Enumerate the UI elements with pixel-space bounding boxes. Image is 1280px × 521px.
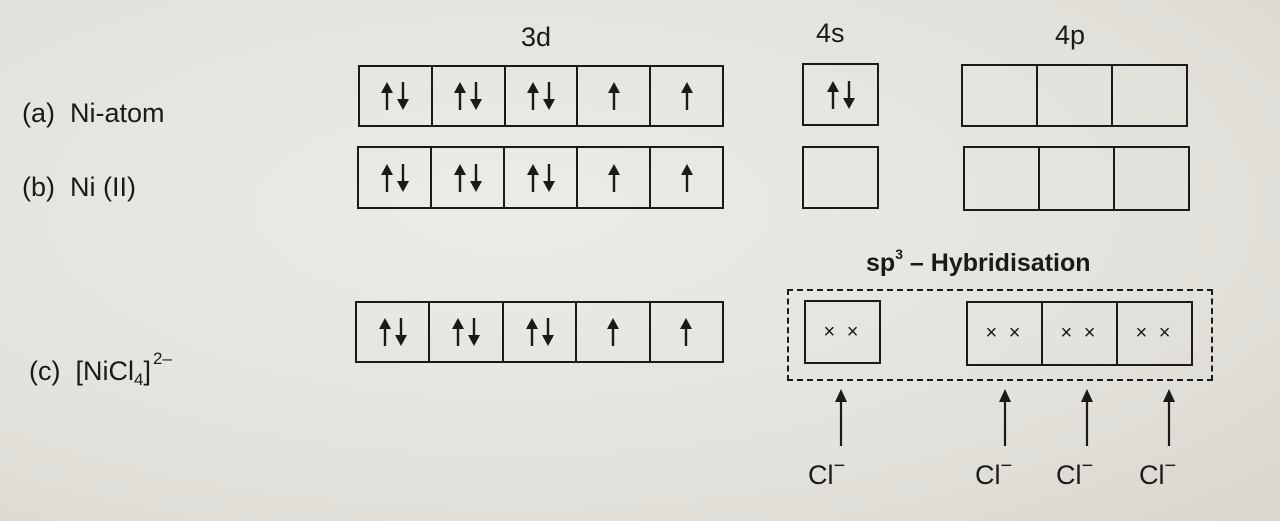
spin-up-arrow-icon: [607, 163, 620, 192]
orbital-box: × ×: [806, 302, 879, 362]
spin-up-arrow-icon: [381, 82, 394, 110]
chloride-ligand-label: Cl−: [1139, 455, 1177, 490]
spin-up-arrow-icon: [380, 163, 393, 192]
spin-down-arrow-icon: [468, 318, 481, 346]
ligand-donation-arrow-icon: [1163, 389, 1175, 446]
spin-up-arrow-icon: [454, 82, 467, 110]
header-3d: 3d: [521, 22, 552, 52]
orbital-4p-row-c: × × × × × ×: [966, 301, 1193, 366]
electron-pair: [826, 80, 856, 110]
orbital-box: [1113, 66, 1186, 125]
orbital-box: [578, 67, 652, 125]
spin-up-arrow-icon: [378, 318, 391, 346]
spin-down-arrow-icon: [394, 318, 407, 346]
electron-pair: [525, 317, 555, 347]
chloride-ligand-label: Cl−: [808, 455, 846, 490]
spin-up-arrow-icon: [607, 82, 620, 110]
electron-pair: [453, 163, 483, 193]
orbital-4s-row-c: × ×: [804, 300, 881, 364]
orbital-box: [433, 67, 506, 125]
spin-down-arrow-icon: [842, 80, 855, 109]
orbital-box: [357, 303, 431, 361]
orbital-4s-row-b: [802, 146, 879, 209]
orbital-box: [432, 148, 505, 207]
spin-up-arrow-icon: [452, 318, 465, 346]
spin-up-arrow-icon: [680, 82, 693, 110]
spin-up-arrow-icon: [526, 163, 539, 192]
ligand-electron-pair-mark: × ×: [1135, 322, 1174, 344]
orbital-box: [965, 148, 1040, 209]
electron-pair: [453, 81, 483, 111]
orbital-3d-row-c: [355, 301, 724, 363]
spin-down-arrow-icon: [397, 82, 410, 110]
orbital-box: [360, 67, 433, 125]
spin-down-arrow-icon: [396, 163, 409, 192]
orbital-box: [578, 148, 651, 207]
orbital-box: [804, 65, 877, 124]
spin-down-arrow-icon: [542, 163, 555, 192]
row-label-complex: (c) [NiCl4]2–: [14, 318, 172, 390]
electron-pair: [526, 81, 556, 111]
spin-down-arrow-icon: [469, 163, 482, 192]
ligand-donation-arrow-icon: [835, 389, 847, 446]
orbital-box: [1040, 148, 1115, 209]
hybridisation-title: sp3 – Hybridisation: [866, 246, 1091, 277]
ligand-electron-pair-mark: × ×: [1060, 322, 1099, 344]
orbital-box: [651, 303, 722, 361]
row-label-prefix: (c): [29, 356, 61, 386]
spin-up-arrow-icon: [606, 318, 619, 346]
orbital-box: [504, 303, 578, 361]
spin-down-arrow-icon: [542, 82, 555, 110]
orbital-4p-row-b: [963, 146, 1190, 211]
orbital-box: [651, 67, 722, 125]
chloride-ligand-label: Cl−: [1056, 455, 1094, 490]
orbital-box: [430, 303, 504, 361]
row-label-ni-atom: (a) Ni-atom: [22, 98, 165, 128]
orbital-3d-row-b: [357, 146, 724, 209]
electron-pair: [380, 81, 410, 111]
orbital-box: [359, 148, 432, 207]
orbital-box: × ×: [1043, 303, 1118, 364]
spin-up-arrow-icon: [826, 80, 839, 109]
orbital-box: [804, 148, 877, 207]
header-4p: 4p: [1055, 20, 1086, 50]
orbital-box: [1115, 148, 1188, 209]
orbital-box: [1038, 66, 1113, 125]
row-label-ni-ii: (b) Ni (II): [22, 172, 136, 202]
ligand-electron-pair-mark: × ×: [823, 320, 862, 343]
ligand-donation-arrow-icon: [999, 389, 1011, 446]
orbital-box: [963, 66, 1038, 125]
hybrid-orbital-enclosure: [787, 289, 1213, 381]
orbital-box: [506, 67, 579, 125]
orbital-box: × ×: [968, 303, 1043, 364]
orbital-box: [505, 148, 578, 207]
electron-pair: [380, 163, 410, 193]
spin-up-arrow-icon: [525, 318, 538, 346]
ligand-donation-arrow-icon: [1081, 389, 1093, 446]
orbital-box: × ×: [1118, 303, 1191, 364]
spin-down-arrow-icon: [541, 318, 554, 346]
electron-pair: [451, 317, 481, 347]
electron-pair: [526, 163, 556, 193]
header-4s: 4s: [816, 18, 845, 48]
orbital-3d-row-a: [358, 65, 724, 127]
orbital-4p-row-a: [961, 64, 1188, 127]
spin-up-arrow-icon: [453, 163, 466, 192]
orbital-4s-row-a: [802, 63, 879, 126]
spin-up-arrow-icon: [680, 318, 693, 346]
orbital-box: [651, 148, 722, 207]
spin-up-arrow-icon: [680, 163, 693, 192]
ligand-electron-pair-mark: × ×: [985, 322, 1024, 344]
complex-formula: [NiCl4]2–: [75, 349, 172, 389]
electron-pair: [378, 317, 408, 347]
chloride-ligand-label: Cl−: [975, 455, 1013, 490]
spin-up-arrow-icon: [526, 82, 539, 110]
orbital-box: [577, 303, 651, 361]
spin-down-arrow-icon: [470, 82, 483, 110]
